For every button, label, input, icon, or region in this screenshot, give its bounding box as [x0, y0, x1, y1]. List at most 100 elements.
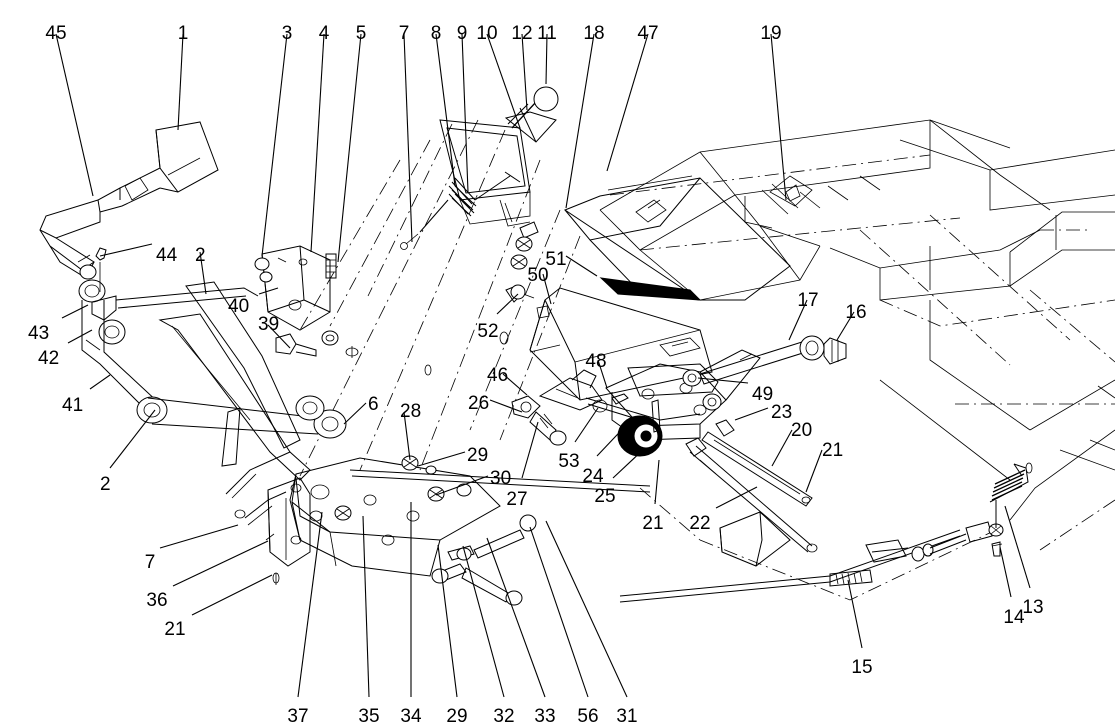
- callout-26: 26: [468, 393, 490, 414]
- callout-44: 44: [156, 245, 178, 266]
- callout-21: 21: [822, 440, 844, 461]
- callout-19: 19: [760, 23, 782, 44]
- spring-13: [989, 462, 1033, 503]
- leader-line-8: [435, 33, 456, 187]
- leader-line-41: [89, 374, 111, 390]
- callout-43: 43: [28, 323, 50, 344]
- tie-rod-assembly: [685, 335, 847, 553]
- callout-23: 23: [771, 402, 793, 423]
- leader-line-36: [172, 540, 269, 587]
- callout-52: 52: [477, 321, 499, 342]
- leader-line-21: [805, 449, 823, 493]
- callout-48: 48: [585, 351, 607, 372]
- leader-line-20: [771, 429, 793, 467]
- callout-10: 10: [476, 23, 498, 44]
- leader-line-2: [199, 251, 207, 295]
- control-plate: [605, 349, 761, 457]
- callout-33: 33: [534, 706, 556, 724]
- leader-line-24: [596, 417, 634, 457]
- callout-15: 15: [851, 657, 873, 678]
- leader-line-53: [574, 407, 599, 443]
- rod-end-assembly: [505, 284, 701, 446]
- callout-42: 42: [38, 348, 60, 369]
- leader-line-14: [999, 546, 1012, 598]
- callout-6: 6: [368, 394, 379, 415]
- leader-line-32: [462, 545, 505, 698]
- callout-40: 40: [228, 296, 250, 317]
- callout-27: 27: [506, 489, 528, 510]
- callout-28: 28: [400, 401, 422, 422]
- callout-7: 7: [398, 23, 410, 44]
- leader-line-45: [55, 33, 94, 197]
- leader-line-40: [258, 287, 279, 295]
- leader-line-12: [521, 33, 528, 111]
- leader-line-10: [486, 33, 521, 129]
- callout-30: 30: [490, 468, 512, 489]
- leader-line-51: [565, 255, 598, 277]
- misc-fasteners: [424, 221, 539, 376]
- callout-1: 1: [177, 23, 189, 44]
- callout-8: 8: [430, 23, 442, 44]
- chassis-frame: [599, 119, 1115, 601]
- leader-line-5: [337, 33, 362, 263]
- leader-line-6: [343, 402, 367, 425]
- leader-line-17: [788, 299, 808, 341]
- leader-line-7: [159, 524, 239, 549]
- leader-line-30: [435, 475, 489, 496]
- leader-line-29: [437, 544, 458, 698]
- leader-line-50: [542, 273, 552, 305]
- callout-29: 29: [446, 706, 468, 724]
- leader-line-23: [734, 407, 769, 421]
- pedal-linkage: [78, 247, 347, 481]
- callout-34: 34: [400, 706, 422, 724]
- leader-line-7: [403, 33, 413, 243]
- leader-line-22: [715, 486, 758, 509]
- callout-20: 20: [791, 420, 813, 441]
- callout-39: 39: [258, 314, 280, 335]
- leader-line-21: [654, 459, 660, 505]
- callout-12: 12: [511, 23, 533, 44]
- leader-line-3: [261, 33, 288, 257]
- callout-37: 37: [287, 706, 309, 724]
- leader-line-29: [417, 451, 466, 467]
- callout-2: 2: [100, 474, 111, 495]
- callout-14: 14: [1003, 607, 1025, 628]
- leader-line-49: [697, 377, 749, 384]
- leader-line-13: [1004, 505, 1031, 589]
- leader-line-19: [770, 33, 787, 201]
- leader-line-31: [545, 520, 628, 698]
- callout-32: 32: [493, 706, 515, 724]
- leader-line-27: [521, 421, 539, 479]
- leader-line-16: [836, 311, 855, 341]
- center-mount-plate: [225, 451, 651, 606]
- callout-4: 4: [318, 23, 330, 44]
- leader-line-11: [545, 33, 548, 85]
- callout-36: 36: [146, 590, 168, 611]
- leader-line-52: [496, 293, 519, 315]
- leader-line-1: [177, 33, 184, 131]
- callout-51: 51: [545, 249, 567, 270]
- callout-56: 56: [577, 706, 599, 724]
- callout-25: 25: [594, 486, 616, 507]
- leader-line-28: [403, 411, 411, 461]
- leader-line-25: [612, 447, 646, 479]
- callout-35: 35: [358, 706, 380, 724]
- leader-line-2: [109, 409, 156, 469]
- callout-2: 2: [195, 245, 206, 266]
- leader-line-46: [502, 373, 528, 396]
- callout-24: 24: [582, 466, 604, 487]
- fastener-cluster: [334, 455, 537, 606]
- callout-13: 13: [1022, 597, 1044, 618]
- leader-line-26: [489, 399, 523, 413]
- leader-line-48: [597, 359, 608, 389]
- upper-bracket: [254, 245, 359, 358]
- brake-pedal-assembly: [39, 121, 219, 280]
- callout-49: 49: [752, 384, 774, 405]
- leader-line-18: [565, 33, 595, 209]
- callout-46: 46: [487, 365, 509, 386]
- leader-line-42: [67, 329, 93, 344]
- leader-line-39: [267, 324, 291, 349]
- callout-31: 31: [616, 706, 638, 724]
